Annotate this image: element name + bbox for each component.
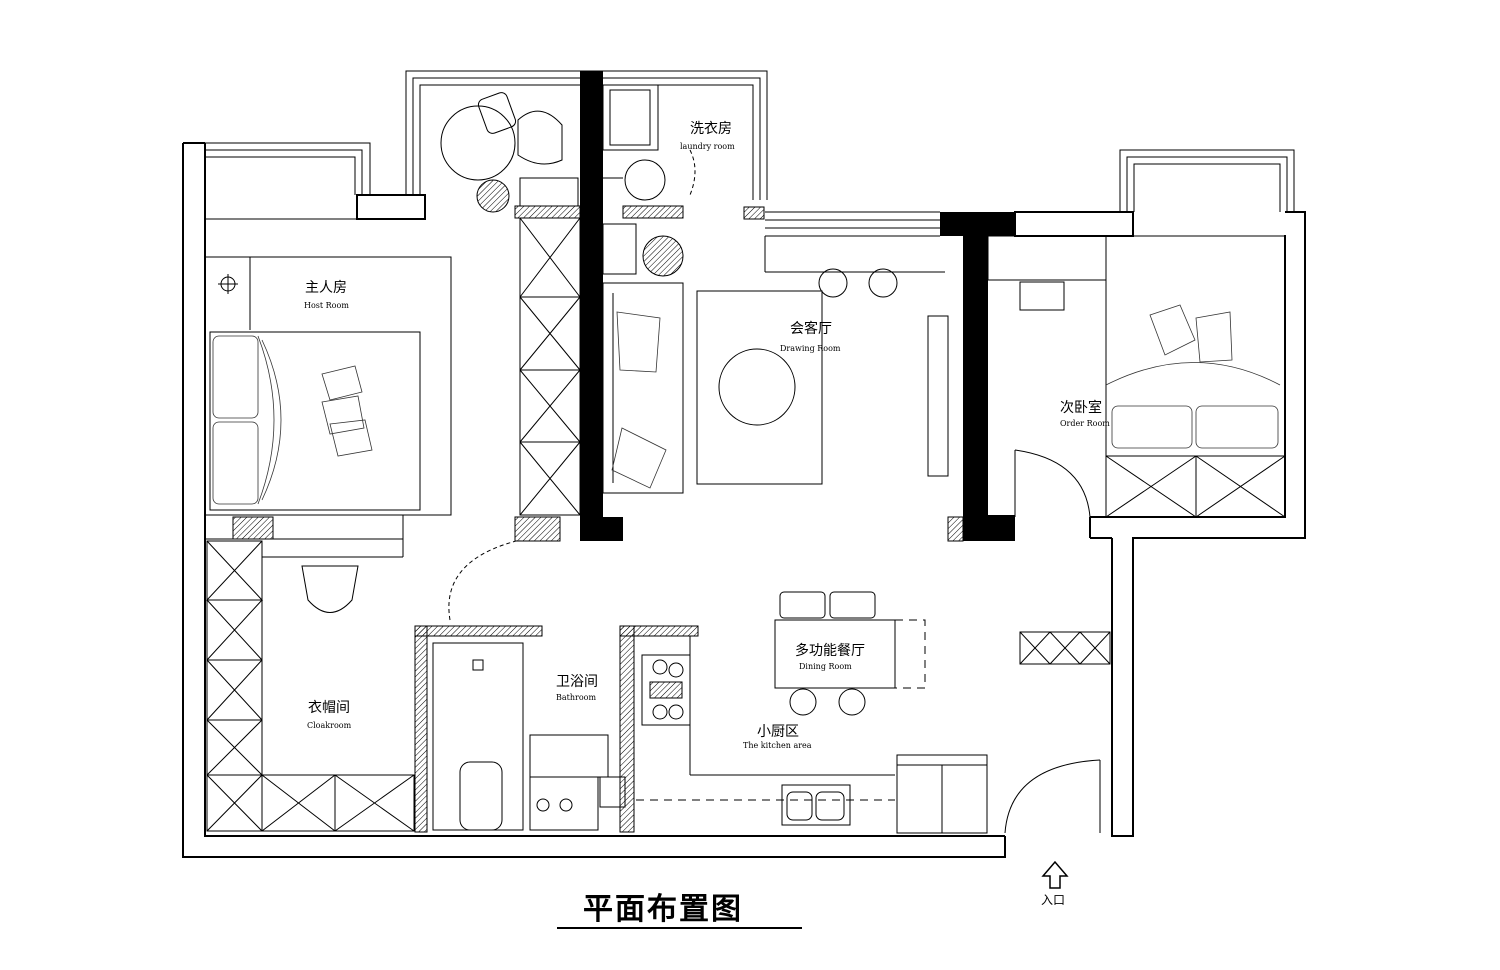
laundry-room xyxy=(440,84,696,277)
second-bedroom-en-label: Order Room xyxy=(1060,419,1110,428)
structural-walls xyxy=(232,71,1015,542)
drawing-room-en-label: Drawing Room xyxy=(780,344,841,353)
plan-title: 平面布置图 xyxy=(583,892,743,927)
master-room-en-label: Host Room xyxy=(304,301,349,310)
dining-room-en-label: Dining Room xyxy=(799,662,852,671)
entrance-label: 入口 xyxy=(1041,893,1065,907)
drawing-room xyxy=(602,268,949,494)
master-room-label: 主人房 xyxy=(305,280,347,296)
laundry-room-en-label: laundry room xyxy=(680,142,735,151)
cloakroom xyxy=(205,540,415,832)
dining-area xyxy=(774,591,1111,716)
bathroom-label: 卫浴间 xyxy=(556,674,598,690)
cloakroom-en-label: Cloakroom xyxy=(307,721,352,730)
storage-cabinet xyxy=(519,217,581,516)
master-room xyxy=(204,256,452,558)
entrance-arrow-icon xyxy=(1041,860,1069,889)
bathroom-en-label: Bathroom xyxy=(556,693,596,702)
balconies xyxy=(205,70,1295,273)
second-bedroom-label: 次卧室 xyxy=(1060,399,1102,416)
kitchen-en-label: The kitchen area xyxy=(743,741,812,750)
kitchen-label: 小厨区 xyxy=(757,724,799,740)
kitchen xyxy=(636,636,1101,834)
cloakroom-label: 衣帽间 xyxy=(308,700,350,716)
laundry-room-label: 洗衣房 xyxy=(690,121,732,137)
second-bedroom xyxy=(987,235,1286,518)
drawing-room-label: 会客厅 xyxy=(790,320,832,337)
bathroom xyxy=(414,539,699,833)
dining-room-label: 多功能餐厅 xyxy=(795,642,865,659)
